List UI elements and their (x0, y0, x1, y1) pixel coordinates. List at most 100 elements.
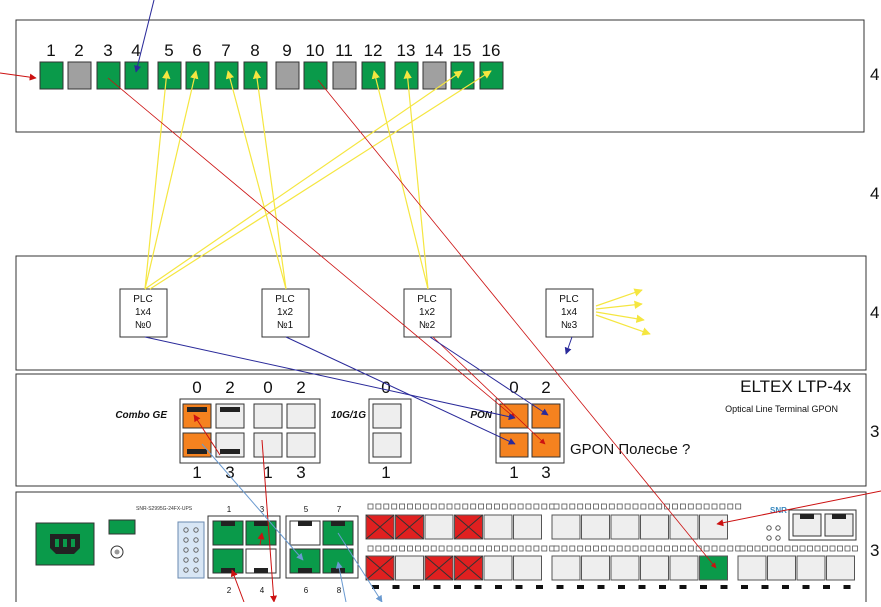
olt-chassis (15, 373, 867, 487)
combo-top-num-2: 0 (263, 378, 272, 397)
sfp-g1-top-2[interactable] (424, 514, 454, 540)
sfp-led (822, 545, 828, 552)
sfp-g3-bottom-1[interactable] (767, 555, 796, 581)
sfp-led (375, 503, 382, 510)
combo-port-top-2[interactable] (253, 403, 283, 429)
copper-port-2[interactable] (212, 548, 244, 574)
teng-port-bottom[interactable] (372, 432, 402, 458)
pon-port-bottom-0[interactable] (499, 432, 529, 458)
sfp-g2-bottom-1[interactable] (581, 555, 610, 581)
patch-port-number-4: 4 (131, 41, 140, 60)
sfp-g1-bottom-4[interactable] (483, 555, 513, 581)
patch-port-4[interactable] (124, 61, 149, 90)
copper-group-1-frame (207, 515, 281, 579)
sfp-g1-top-5[interactable] (513, 514, 542, 540)
combo-port-bottom-3[interactable] (286, 432, 316, 458)
pon-bottom-num-0: 1 (509, 463, 518, 482)
sfp-bottom-led (372, 585, 379, 589)
splitter-box-2[interactable] (403, 288, 452, 338)
combo-port-top-3[interactable] (286, 403, 316, 429)
patch-port-9[interactable] (275, 61, 300, 90)
snr-brand: SNR (770, 506, 787, 515)
sfp-g3-bottom-0[interactable] (737, 555, 767, 581)
sfp-bottom-led (454, 585, 461, 589)
teng-top-num: 0 (381, 378, 390, 397)
combo-port-bottom-2[interactable] (253, 432, 283, 458)
patch-port-11[interactable] (332, 61, 357, 90)
sfp-led (509, 545, 516, 552)
fiber-red-copper3-arrow (257, 532, 265, 546)
patch-port-6[interactable] (185, 61, 210, 90)
patch-port-5[interactable] (157, 61, 182, 90)
sfp-g2-bottom-0[interactable] (551, 555, 581, 581)
sfp-led (711, 503, 718, 510)
sfp-led (553, 545, 560, 552)
fiber-yellow-s3-out1 (595, 288, 643, 307)
fiber-lblue-copper7 (337, 532, 383, 603)
sfp-led (414, 545, 421, 552)
fiber-yellow-s2-p13 (403, 70, 429, 290)
led-dot (193, 557, 199, 563)
sfp-led (422, 545, 429, 552)
sfp-g2-bottom-2[interactable] (610, 555, 640, 581)
sfp-led (462, 503, 469, 510)
patch-port-1[interactable] (39, 61, 64, 90)
patch-port-12[interactable] (361, 61, 386, 90)
copper-top-num-7: 7 (337, 505, 342, 514)
patch-port-14[interactable] (422, 61, 447, 90)
sfp-led (735, 503, 742, 510)
led-panel (177, 521, 205, 579)
sfp-led (383, 545, 390, 552)
uplink-led (766, 535, 772, 541)
fiber-lblue-combo-copper6 (201, 443, 304, 561)
sfp-led (430, 545, 437, 552)
patch-port-10[interactable] (303, 61, 328, 90)
sfp-g2-top-3[interactable] (640, 514, 669, 540)
sfp-g2-bottom-4[interactable] (669, 555, 699, 581)
fiber-blue-s3-down (564, 336, 573, 355)
sfp-g1-top-4[interactable] (483, 514, 513, 540)
patch-port-2[interactable] (67, 61, 92, 90)
patch-port-13[interactable] (394, 61, 419, 90)
sfp-g2-top-0[interactable] (551, 514, 581, 540)
sfp-g2-bottom-3[interactable] (640, 555, 669, 581)
sfp-g1-bottom-1[interactable] (395, 555, 424, 581)
fiber-red-copper2-arrow (230, 569, 245, 603)
patch-port-number-1: 1 (46, 41, 55, 60)
pon-port-bottom-1[interactable] (531, 432, 561, 458)
patch-port-8[interactable] (243, 61, 268, 90)
sfp-led (407, 545, 413, 552)
teng-port-top[interactable] (372, 403, 402, 429)
sfp-bottom-led (433, 585, 441, 589)
patch-port-3[interactable] (96, 61, 121, 90)
uplink-frame (788, 509, 857, 541)
patch-port-7[interactable] (214, 61, 239, 90)
sfp-g2-top-4[interactable] (669, 514, 699, 540)
splitter-box-1[interactable] (261, 288, 310, 338)
fiber-blue-s1-pon1 (285, 336, 516, 445)
splitter-box-0[interactable] (119, 288, 168, 338)
patch-port-number-11: 11 (335, 41, 353, 60)
sfp-g2-top-5[interactable] (699, 514, 728, 540)
sfp-led (577, 503, 584, 510)
sfp-g2-top-2[interactable] (610, 514, 640, 540)
fiber-yellow-s0-p16 (149, 70, 492, 290)
sfp-led (656, 503, 663, 510)
sfp-led (608, 545, 615, 552)
sfp-led (837, 545, 843, 552)
sfp-led (478, 545, 485, 552)
patch-port-number-9: 9 (282, 41, 291, 60)
sfp-g2-bottom-5[interactable] (699, 555, 728, 581)
sfp-g3-bottom-2[interactable] (796, 555, 826, 581)
sfp-led (462, 545, 469, 552)
sfp-led (695, 503, 702, 510)
sfp-g3-bottom-3[interactable] (826, 555, 855, 581)
sfp-g2-top-1[interactable] (581, 514, 610, 540)
fiber-red-combo-copper1 (193, 414, 221, 456)
pon-top-num-0: 0 (509, 378, 518, 397)
sfp-led (470, 503, 477, 510)
splitter-ratio-0: 1x4 (135, 307, 152, 318)
splitter-box-3[interactable] (545, 288, 594, 338)
sfp-g1-bottom-5[interactable] (513, 555, 542, 581)
